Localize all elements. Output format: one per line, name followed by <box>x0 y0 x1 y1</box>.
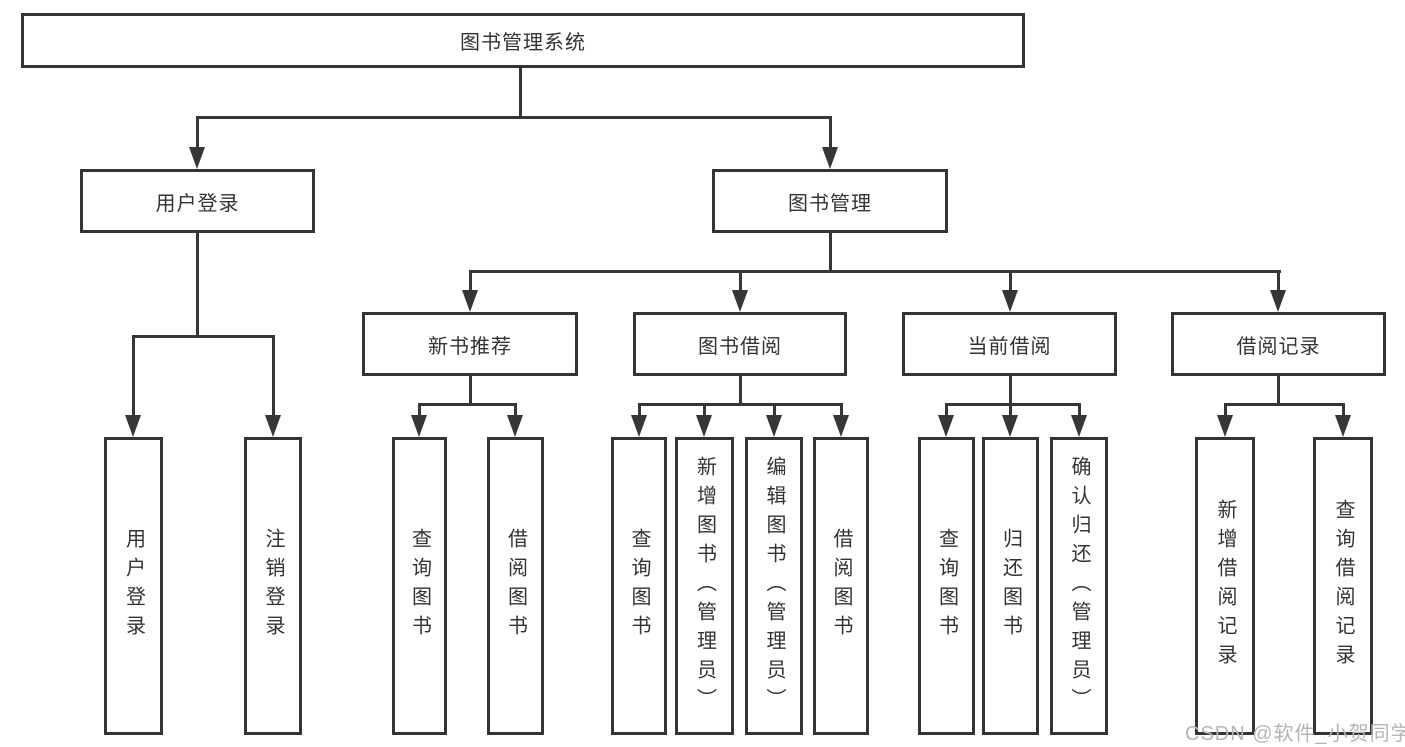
connector-borrow-records-drop <box>1277 376 1280 405</box>
connector-br-leaf1-stem <box>1224 403 1227 417</box>
connector-current-borrow-stem <box>1009 270 1012 292</box>
connector-cb-leaf1-stem <box>945 403 948 417</box>
csdn-watermark: CSDN @软件_小贺同学 <box>1185 723 1405 745</box>
connector-bb-leaf1-stem <box>638 403 641 417</box>
leaf-cb-confirm-return-admin-label: 确认归还（管理员） <box>1068 455 1090 717</box>
leaf-br-query-record-label: 查询借阅记录 <box>1332 499 1354 673</box>
connector-current-borrow-hbar <box>945 403 1081 406</box>
leaf-bb-borrow-books: 借阅图书 <box>813 437 869 735</box>
connector-login-leaf2-stem <box>272 335 275 417</box>
node-library-system-label: 图书管理系统 <box>460 32 586 54</box>
arrow-to-bb-leaf1 <box>631 415 647 437</box>
node-current-borrow-label: 当前借阅 <box>967 335 1052 358</box>
connector-level3-hbar <box>469 270 1281 273</box>
leaf-user-login-label: 用户登录 <box>122 528 145 644</box>
arrow-to-br-leaf1 <box>1217 415 1233 437</box>
arrow-to-bb-leaf3 <box>766 415 782 437</box>
arrow-to-nb-leaf1 <box>411 415 427 437</box>
connector-root-drop <box>519 68 522 118</box>
leaf-logout-label: 注销登录 <box>262 528 284 644</box>
connector-book-borrow-drop <box>739 376 742 405</box>
leaf-bb-edit-books-admin-label: 编辑图书（管理员） <box>763 455 785 717</box>
node-borrow-records-label: 借阅记录 <box>1236 335 1321 358</box>
leaf-cb-return-books-label: 归还图书 <box>999 528 1022 644</box>
node-user-login: 用户登录 <box>80 169 315 233</box>
connector-borrow-records-hbar <box>1224 403 1345 406</box>
leaf-bb-query-books-label: 查询图书 <box>628 528 650 644</box>
connector-user-login-stem <box>196 116 199 149</box>
node-borrow-records: 借阅记录 <box>1171 312 1386 376</box>
leaf-cb-return-books: 归还图书 <box>982 437 1039 735</box>
leaf-nb-borrow-books-label: 借阅图书 <box>504 528 527 644</box>
arrow-to-borrow-records <box>1270 290 1286 312</box>
connector-current-borrow-drop <box>1009 376 1012 405</box>
connector-nb-leaf2-stem <box>514 403 517 417</box>
node-book-borrow: 图书借阅 <box>633 312 847 376</box>
leaf-cb-query-books-label: 查询图书 <box>935 528 958 644</box>
leaf-bb-query-books: 查询图书 <box>611 437 667 735</box>
leaf-br-add-record-label: 新增借阅记录 <box>1214 499 1236 673</box>
arrow-to-book-borrow <box>732 290 748 312</box>
connector-bb-leaf3-stem <box>773 403 776 417</box>
connector-login-leaf1-stem <box>132 335 135 417</box>
connector-bb-leaf2-stem <box>703 403 706 417</box>
connector-borrow-records-stem <box>1277 270 1280 292</box>
node-user-login-label: 用户登录 <box>155 192 240 215</box>
connector-bb-leaf4-stem <box>840 403 843 417</box>
arrow-to-login-leaf1 <box>125 415 141 437</box>
leaf-logout: 注销登录 <box>244 437 302 735</box>
connector-new-books-hbar <box>418 403 517 406</box>
leaf-nb-query-books: 查询图书 <box>392 437 447 735</box>
node-book-mgmt: 图书管理 <box>712 169 948 233</box>
node-library-system: 图书管理系统 <box>21 13 1025 68</box>
connector-book-mgmt-stem <box>829 116 832 149</box>
connector-cb-leaf3-stem <box>1078 403 1081 417</box>
arrow-to-cb-leaf2 <box>1002 415 1018 437</box>
connector-book-borrow-stem <box>739 270 742 292</box>
connector-cb-leaf2-stem <box>1009 403 1012 417</box>
arrow-to-br-leaf2 <box>1335 415 1351 437</box>
leaf-bb-add-books-admin-label: 新增图书（管理员） <box>693 455 716 717</box>
leaf-bb-edit-books-admin: 编辑图书（管理员） <box>745 437 803 735</box>
node-new-books: 新书推荐 <box>362 312 578 376</box>
connector-br-leaf2-stem <box>1342 403 1345 417</box>
node-book-mgmt-label: 图书管理 <box>788 192 872 215</box>
arrow-to-nb-leaf2 <box>507 415 523 437</box>
arrow-to-cb-leaf1 <box>938 415 954 437</box>
leaf-nb-query-books-label: 查询图书 <box>408 528 431 644</box>
leaf-br-add-record: 新增借阅记录 <box>1195 437 1255 735</box>
connector-user-login-drop <box>196 233 199 337</box>
connector-new-books-stem <box>469 270 472 292</box>
connector-book-borrow-hbar <box>638 403 843 406</box>
arrow-to-cb-leaf3 <box>1071 415 1087 437</box>
leaf-bb-add-books-admin: 新增图书（管理员） <box>675 437 734 735</box>
leaf-cb-query-books: 查询图书 <box>918 437 975 735</box>
leaf-bb-borrow-books-label: 借阅图书 <box>830 528 852 644</box>
leaf-cb-confirm-return-admin: 确认归还（管理员） <box>1050 437 1108 735</box>
arrow-to-current-borrow <box>1002 290 1018 312</box>
arrow-to-book-mgmt <box>822 147 838 169</box>
leaf-nb-borrow-books: 借阅图书 <box>487 437 544 735</box>
leaf-user-login: 用户登录 <box>104 437 163 735</box>
node-new-books-label: 新书推荐 <box>428 335 512 358</box>
connector-book-mgmt-drop <box>829 233 832 272</box>
arrow-to-login-leaf2 <box>265 415 281 437</box>
node-current-borrow: 当前借阅 <box>902 312 1117 376</box>
node-book-borrow-label: 图书借阅 <box>698 335 782 358</box>
connector-nb-leaf1-stem <box>418 403 421 417</box>
connector-root-hbar <box>196 116 832 119</box>
connector-user-login-hbar <box>132 335 275 338</box>
arrow-to-new-books <box>462 290 478 312</box>
arrow-to-user-login <box>189 147 205 169</box>
connector-new-books-drop <box>469 376 472 405</box>
arrow-to-bb-leaf2 <box>696 415 712 437</box>
leaf-br-query-record: 查询借阅记录 <box>1313 437 1373 735</box>
arrow-to-bb-leaf4 <box>833 415 849 437</box>
